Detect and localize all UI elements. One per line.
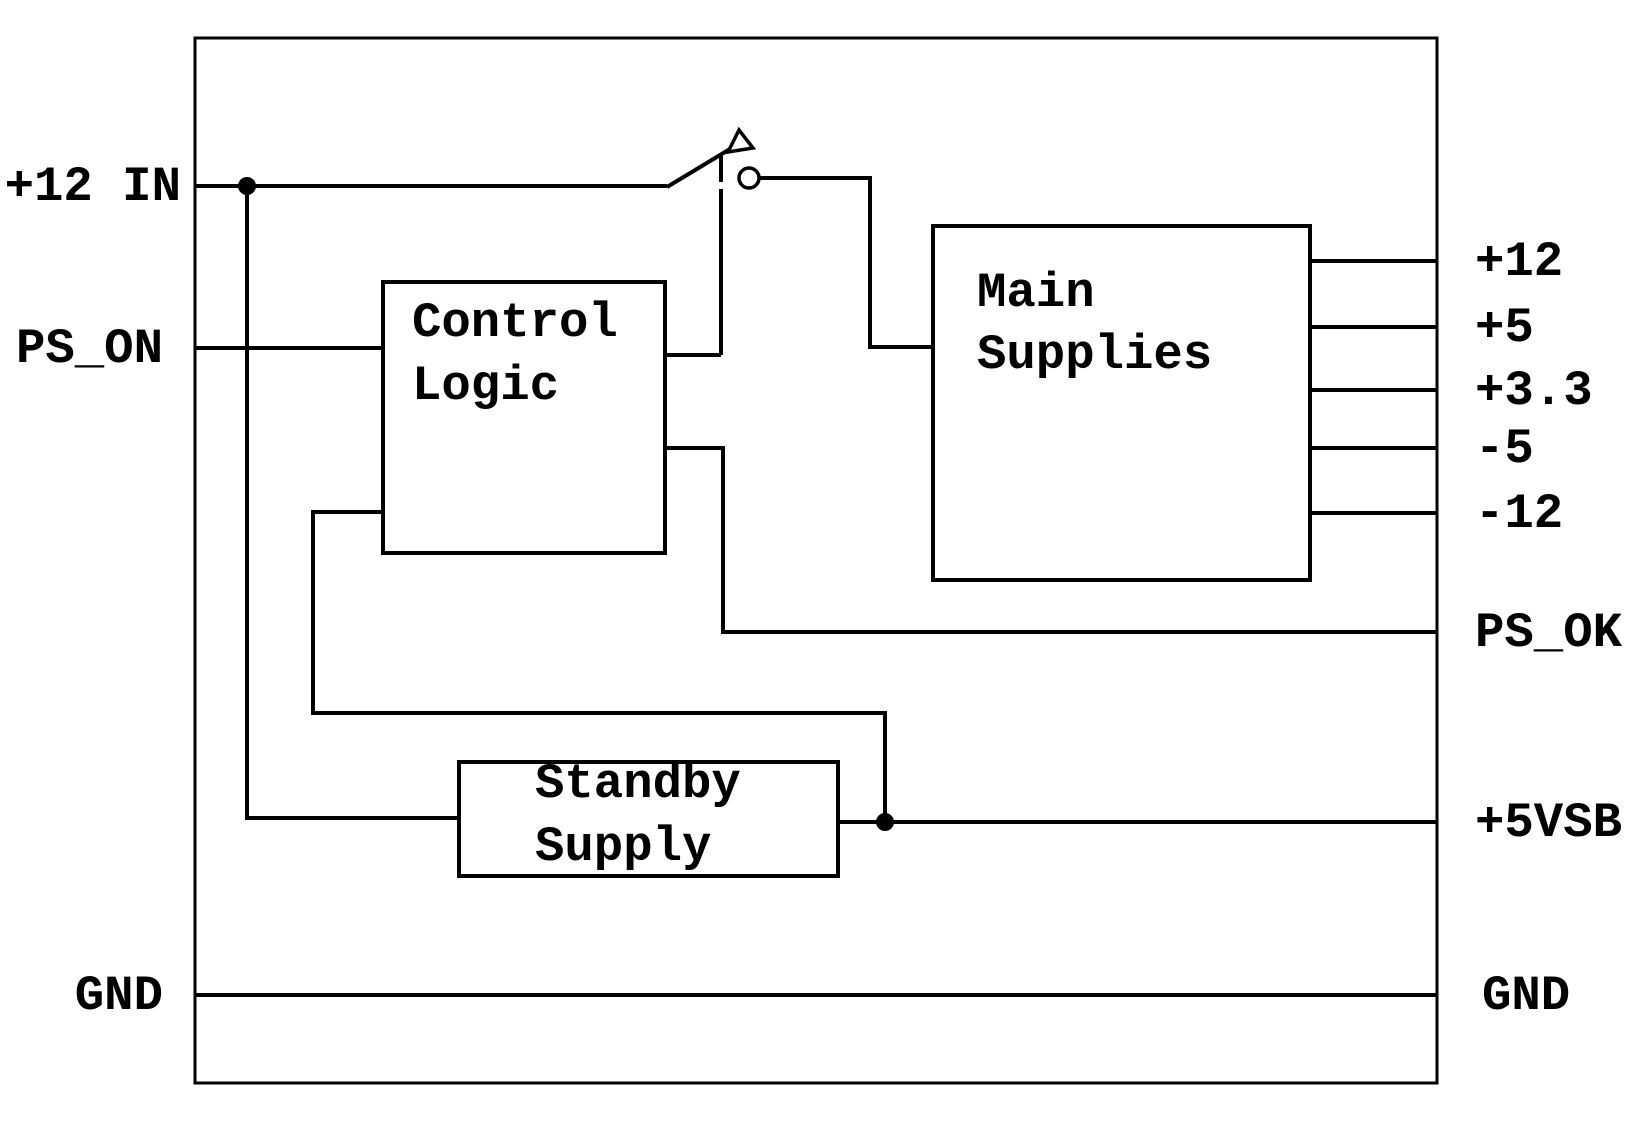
pin-label-ps-ok: PS_OK — [1475, 605, 1623, 661]
main-supplies-box — [931, 224, 1312, 582]
control-logic-label-line2: Logic — [412, 358, 559, 414]
pin-label-minus12: -12 — [1475, 486, 1563, 542]
pin-label-gnd-right: GND — [1482, 968, 1570, 1024]
pin-label-minus5: -5 — [1475, 421, 1534, 477]
pin-label-plus12-in: +12 IN — [5, 159, 181, 215]
control-logic-label-line1: Control — [412, 295, 618, 351]
wire-ps-ok — [665, 446, 1437, 634]
pin-label-plus3-3: +3.3 — [1475, 363, 1593, 419]
switch-contact-circle — [737, 166, 761, 190]
main-supplies-label-line1: Main — [977, 265, 1095, 321]
wire-control-to-5vsb — [311, 510, 887, 822]
wire-plus12-to-standby — [245, 186, 459, 820]
pin-label-ps-on: PS_ON — [16, 321, 163, 377]
pin-label-plus12: +12 — [1475, 234, 1563, 290]
pin-label-plus5vsb: +5VSB — [1475, 795, 1622, 851]
standby-supply-label-line1: Standby — [535, 756, 741, 812]
control-logic-box — [381, 280, 667, 555]
standby-supply-box — [457, 760, 840, 878]
standby-supply-label-line2: Supply — [535, 819, 711, 875]
pin-label-plus5: +5 — [1475, 300, 1534, 356]
pin-label-gnd-left: GND — [75, 968, 163, 1024]
switch-lever — [665, 144, 737, 189]
switch-arrowhead-icon — [724, 126, 757, 155]
wire-switch-to-main-supplies — [760, 176, 933, 349]
psu-enclosure-outline — [193, 36, 1439, 1085]
main-supplies-label-line2: Supplies — [977, 327, 1212, 383]
